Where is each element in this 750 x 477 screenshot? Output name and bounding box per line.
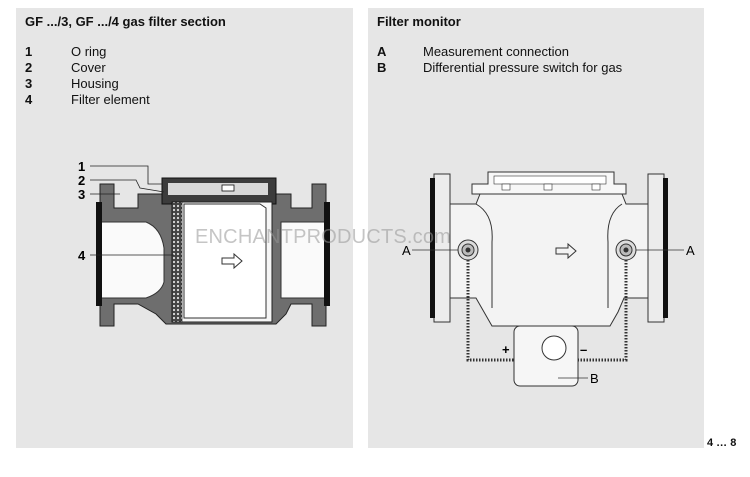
legend-key: 2: [25, 60, 33, 75]
callout-3: 3: [78, 187, 85, 202]
filter-body: [449, 193, 649, 327]
legend-label: Cover: [71, 60, 106, 75]
parts-legend: 1 O ring 2 Cover 3 Housing 4 Filter elem…: [25, 44, 150, 108]
legend-label: Filter element: [71, 92, 150, 107]
legend-row: 4 Filter element: [25, 92, 150, 108]
legend-key: A: [377, 44, 387, 59]
legend-row: A Measurement connection: [377, 44, 622, 60]
legend-row: 2 Cover: [25, 60, 150, 76]
measurement-connection-left: [457, 239, 479, 261]
filter-monitor-panel: Filter monitor A Measurement connection …: [368, 8, 704, 448]
callout-1: 1: [78, 159, 85, 174]
gas-filter-section-panel: GF .../3, GF .../4 gas filter section 1 …: [16, 8, 353, 448]
legend-label: Measurement connection: [423, 44, 569, 59]
panel-title: GF .../3, GF .../4 gas filter section: [25, 14, 226, 29]
legend-row: 1 O ring: [25, 44, 150, 60]
callout-2: 2: [78, 173, 85, 188]
callout-a-left: A: [402, 243, 411, 258]
legend-key: B: [377, 60, 387, 75]
legend-row: B Differential pressure switch for gas: [377, 60, 622, 76]
legend-key: 1: [25, 44, 33, 59]
legend-label: Differential pressure switch for gas: [423, 60, 623, 75]
flow-channel: [99, 221, 165, 299]
callout-a-right: A: [686, 243, 695, 258]
legend-label: O ring: [71, 44, 107, 59]
legend-key: 3: [25, 76, 33, 91]
legend-label: Housing: [71, 76, 119, 91]
legend-row: 3 Housing: [25, 76, 150, 92]
page-number: 4 … 8: [707, 437, 737, 449]
plus-sign: +: [502, 342, 510, 357]
callout-4: 4: [78, 248, 86, 263]
monitor-legend: A Measurement connection B Differential …: [377, 44, 622, 76]
legend-key: 4: [25, 92, 33, 107]
measurement-connection-right: [615, 239, 637, 261]
panel-title: Filter monitor: [377, 14, 461, 29]
watermark: ENCHANTPRODUCTS.com: [195, 226, 452, 248]
filter-element: [171, 201, 183, 323]
minus-sign: –: [580, 342, 587, 357]
flow-arrow-icon: [555, 242, 577, 260]
filter-monitor-drawing: A A B + –: [402, 171, 695, 387]
callout-b: B: [590, 371, 599, 386]
filter-section-drawing: 1 2 3 4: [78, 159, 330, 327]
flow-arrow-icon: [221, 252, 243, 270]
